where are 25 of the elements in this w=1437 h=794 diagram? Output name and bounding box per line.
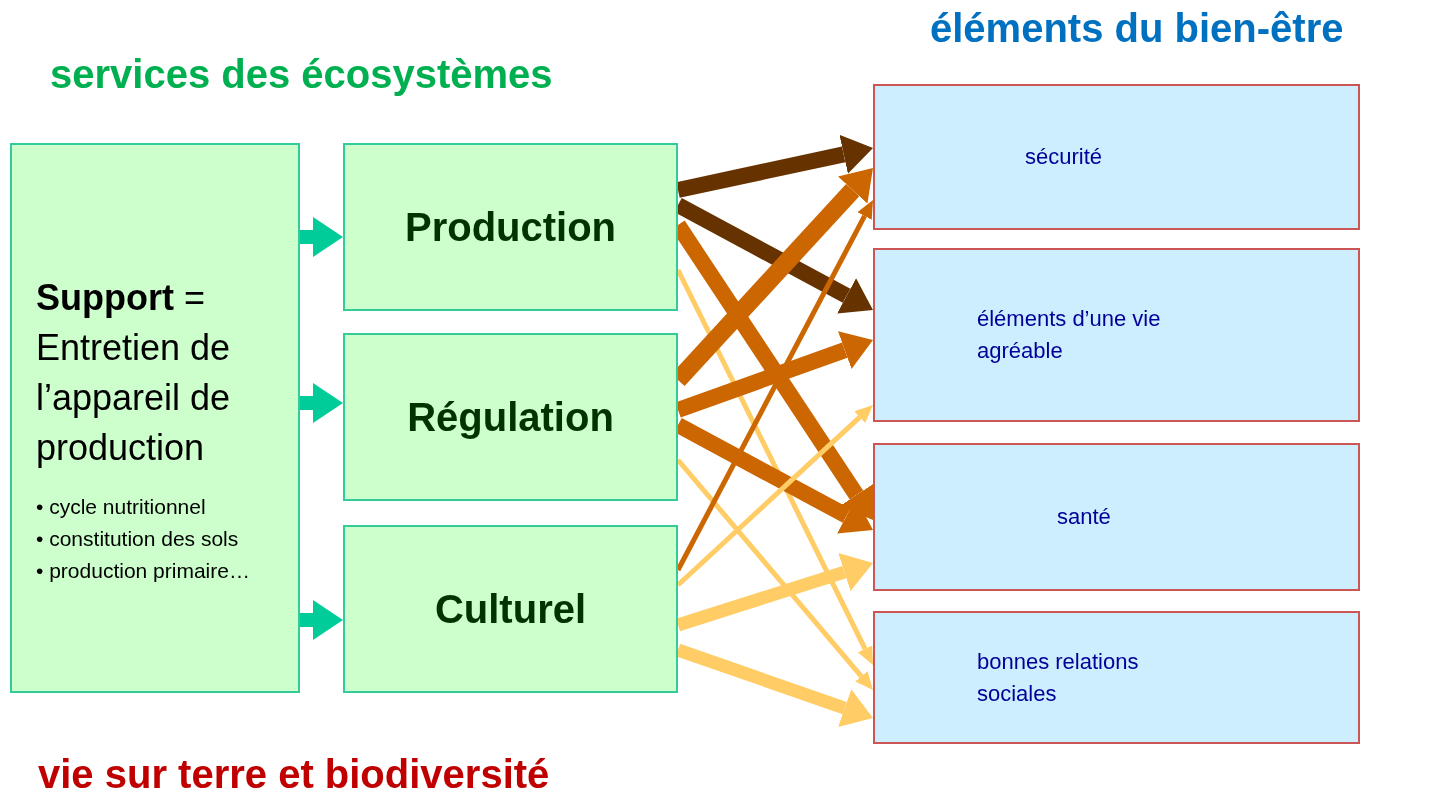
arrow bbox=[300, 600, 343, 640]
service-box bbox=[343, 333, 678, 501]
service-label: Culturel bbox=[434, 586, 587, 632]
wellbeing-label: éléments d’une vie agréable bbox=[977, 305, 1162, 365]
bullet-item: • production primaire… bbox=[36, 558, 251, 584]
heading: éléments du bien-être bbox=[930, 6, 1344, 51]
service-box bbox=[343, 525, 678, 693]
service-box bbox=[343, 143, 678, 311]
heading: services des écosystèmes bbox=[50, 52, 553, 97]
wellbeing-label: santé bbox=[1057, 503, 1112, 531]
support-box bbox=[10, 143, 300, 693]
arrow bbox=[300, 383, 343, 423]
wellbeing-label: sécurité bbox=[1025, 143, 1104, 171]
wellbeing-label: bonnes relations sociales bbox=[977, 647, 1140, 708]
arrow bbox=[300, 217, 343, 257]
wellbeing-box bbox=[873, 611, 1360, 744]
support-text: Support = Entretien de l’appareil de production bbox=[36, 276, 232, 470]
bullet-item: • constitution des sols bbox=[36, 526, 240, 552]
wellbeing-box bbox=[873, 443, 1360, 591]
wellbeing-box bbox=[873, 248, 1360, 422]
heading: vie sur terre et biodiversité bbox=[38, 752, 550, 794]
service-label: Régulation bbox=[407, 394, 614, 440]
service-label: Production bbox=[404, 204, 617, 250]
wellbeing-box bbox=[873, 84, 1360, 230]
bullet-item: • cycle nutritionnel bbox=[36, 494, 207, 520]
